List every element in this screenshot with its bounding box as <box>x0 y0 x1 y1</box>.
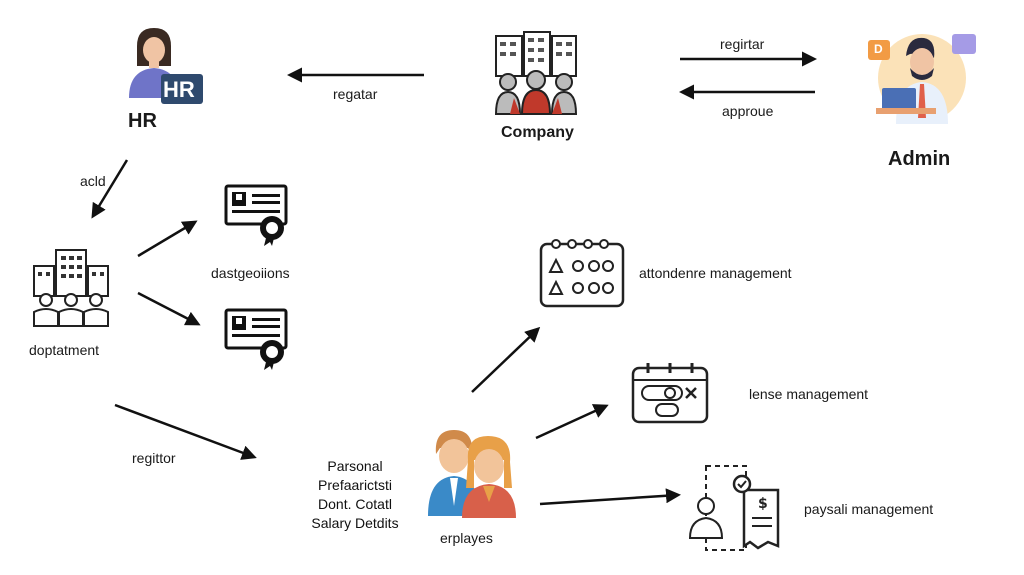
company-building-icon <box>494 31 578 115</box>
leave-calendar-icon <box>631 363 709 424</box>
designations-label: dastgeoiions <box>211 265 290 281</box>
employee-detail-item: Dont. Cotatl <box>318 496 392 512</box>
admin-person-icon <box>868 34 976 124</box>
employee-detail-item: Salary Detdits <box>311 515 399 531</box>
payroll-document-icon: $ <box>688 465 780 551</box>
arrow-department-to-designation-bottom <box>137 291 201 326</box>
edge-label-department-to-employees: regittor <box>132 450 176 466</box>
admin-badge: D <box>874 42 883 56</box>
hr-label: HR <box>128 110 157 132</box>
arrow-employees-to-attendance <box>471 326 541 393</box>
payroll-label: paysali management <box>804 501 934 517</box>
arrow-employees-to-leave <box>535 404 609 440</box>
edge-label-company-to-hr: regatar <box>333 86 378 102</box>
employee-details-list: Parsonal Prefaarictsti Dont. Cotatl Sala… <box>296 457 414 533</box>
edge-label-company-to-admin: regirtar <box>720 36 765 52</box>
hr-person-icon <box>129 28 203 104</box>
designation-certificate-icon <box>224 184 288 246</box>
employees-people-icon <box>428 430 516 518</box>
employee-detail-item: Parsonal <box>327 458 383 474</box>
svg-text:$: $ <box>758 496 768 512</box>
employee-detail-item: Prefaarictsti <box>318 477 392 493</box>
edge-label-hr-to-department: acld <box>80 173 106 189</box>
company-label: Company <box>501 124 574 141</box>
leave-label: lense management <box>749 386 869 402</box>
attendance-calendar-icon <box>539 239 625 308</box>
arrow-employees-to-payroll <box>539 488 681 506</box>
arrow-department-to-employees <box>114 403 257 460</box>
arrow-department-to-designation-top <box>137 220 198 258</box>
department-building-icon <box>33 249 109 327</box>
employees-label: erplayes <box>440 530 493 546</box>
arrow-hr-to-department <box>91 159 129 219</box>
hr-badge: HR <box>163 77 195 102</box>
admin-label: Admin <box>888 148 951 170</box>
designation-certificate-icon <box>224 308 288 370</box>
department-label: doptatment <box>29 342 100 358</box>
edge-label-admin-to-company: approue <box>722 103 774 119</box>
attendance-label: attondenre management <box>639 265 792 281</box>
